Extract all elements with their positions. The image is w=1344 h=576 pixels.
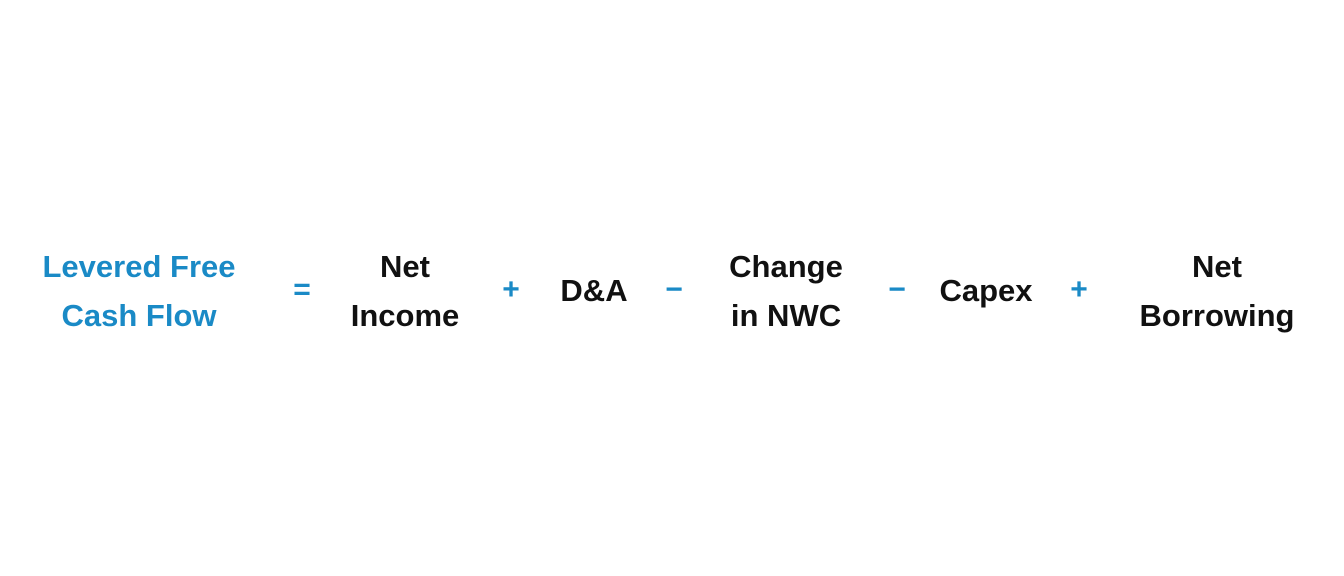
change-in-nwc-term: Change in NWC (729, 242, 843, 340)
term-line: Capex (939, 273, 1033, 308)
term-line: D&A (560, 273, 628, 308)
term-line: Net (1192, 249, 1242, 284)
term-line: Net (380, 249, 430, 284)
minus-operator: − (665, 273, 683, 306)
term-line: Change (729, 249, 843, 284)
lhs-line-2: Cash Flow (61, 298, 217, 333)
net-income-term: Net Income (351, 242, 460, 340)
minus-operator: − (888, 273, 906, 306)
term-line: Borrowing (1139, 298, 1295, 333)
term-line: in NWC (730, 298, 842, 333)
da-term: D&A (560, 266, 627, 315)
net-borrowing-term: Net Borrowing (1140, 242, 1295, 340)
lhs-line-1: Levered Free (42, 249, 236, 284)
term-line: Income (350, 298, 460, 333)
plus-operator: + (502, 273, 520, 306)
equals-sign: = (293, 273, 311, 306)
capex-term: Capex (939, 266, 1032, 315)
plus-operator: + (1070, 273, 1088, 306)
levered-free-cash-flow-label: Levered Free Cash Flow (43, 242, 236, 340)
